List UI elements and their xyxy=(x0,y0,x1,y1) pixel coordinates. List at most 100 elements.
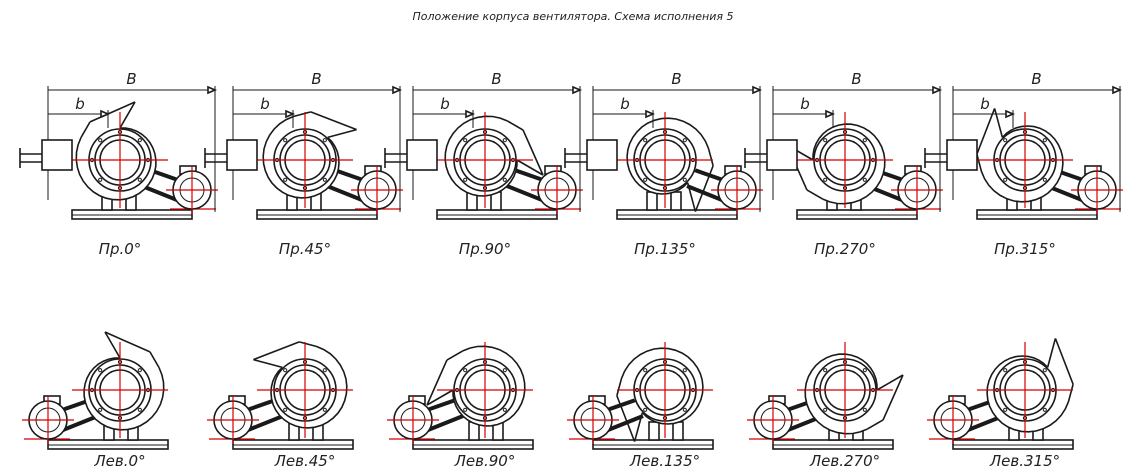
flange-bolt xyxy=(463,177,468,182)
flange-bolt xyxy=(137,368,142,373)
inlet-box xyxy=(586,139,618,171)
outlet-edge-outer xyxy=(446,350,463,361)
position-label: Пр.45° xyxy=(279,240,331,258)
flange-bolt xyxy=(1042,368,1047,373)
flange-bolt xyxy=(643,407,648,412)
outlet-edge-inner xyxy=(253,358,283,369)
dim-label-B: B xyxy=(491,70,501,88)
dim-label-B: B xyxy=(1031,70,1041,88)
outlet-edge-inner xyxy=(993,108,1004,138)
flange-bolt xyxy=(1003,138,1008,143)
fan-diagram-left-0: Лев.0° xyxy=(22,331,169,470)
outlet-flange xyxy=(976,108,996,155)
outlet-edge-outer xyxy=(867,419,884,430)
flange-bolt xyxy=(1042,138,1047,143)
flange-bolt xyxy=(1003,177,1008,182)
flange-bolt xyxy=(322,368,327,373)
flange-bolt xyxy=(643,138,648,143)
dim-arrow-B xyxy=(1112,85,1123,95)
flange-bolt xyxy=(862,407,867,412)
dim-arrow-B xyxy=(932,85,943,95)
outlet-edge-inner xyxy=(686,182,697,212)
fan-diagram-left-90: Лев.90° xyxy=(387,342,534,470)
dim-label-b: b xyxy=(75,95,85,113)
dim-label-b: b xyxy=(800,95,810,113)
position-label: Лев.45° xyxy=(274,452,336,470)
position-label: Лев.0° xyxy=(93,452,145,470)
flange-bolt xyxy=(643,177,648,182)
inlet-box xyxy=(226,139,258,171)
inlet-box xyxy=(41,139,73,171)
outlet-flange xyxy=(1054,338,1074,385)
pedestal xyxy=(648,421,660,441)
fan-diagram-left-270: Лев.270° xyxy=(747,342,904,470)
outlet-edge-inner xyxy=(633,412,644,442)
flange-bolt xyxy=(322,177,327,182)
flange-bolt xyxy=(98,177,103,182)
dim-label-B: B xyxy=(671,70,681,88)
flange-bolt xyxy=(502,138,507,143)
flange-bolt xyxy=(322,407,327,412)
position-label: Лев.270° xyxy=(809,452,880,470)
outlet-flange xyxy=(310,111,357,131)
dim-arrow-b xyxy=(285,109,296,119)
flange-bolt xyxy=(283,177,288,182)
outlet-flange xyxy=(253,341,300,361)
flange-bolt xyxy=(98,407,103,412)
dim-arrow-b xyxy=(645,109,656,119)
outlet-edge-outer xyxy=(1067,384,1074,402)
flange-bolt xyxy=(643,368,648,373)
outlet-flange xyxy=(104,331,151,353)
dim-arrow-b xyxy=(465,109,476,119)
outlet-edge-inner xyxy=(104,331,121,359)
dim-label-b: b xyxy=(620,95,630,113)
position-label: Пр.135° xyxy=(634,240,696,258)
flange-bolt xyxy=(137,177,142,182)
dim-arrow-B xyxy=(392,85,403,95)
dim-arrow-B xyxy=(752,85,763,95)
flange-bolt xyxy=(682,407,687,412)
flange-bolt xyxy=(502,177,507,182)
outlet-edge-inner xyxy=(426,389,454,406)
flange-bolt xyxy=(862,177,867,182)
flange-bolt xyxy=(98,368,103,373)
position-label: Лев.135° xyxy=(629,452,700,470)
pedestal xyxy=(646,191,658,211)
outlet-edge-outer xyxy=(707,148,714,166)
flange-bolt xyxy=(322,138,327,143)
outlet-edge-outer xyxy=(507,120,524,131)
outlet-edge-outer xyxy=(616,378,623,396)
outlet-edge-outer xyxy=(806,189,823,200)
flange-bolt xyxy=(682,368,687,373)
position-label: Лев.90° xyxy=(454,452,516,470)
pedestal xyxy=(670,191,682,211)
flange-bolt xyxy=(463,368,468,373)
inlet-box xyxy=(406,139,438,171)
flange-bolt xyxy=(137,138,142,143)
dim-label-B: B xyxy=(851,70,861,88)
dim-label-b: b xyxy=(980,95,990,113)
outlet-edge-outer xyxy=(299,341,317,348)
flange-bolt xyxy=(502,368,507,373)
pedestal xyxy=(672,421,684,441)
fan-diagram-left-135: Лев.135° xyxy=(567,342,714,470)
flange-bolt xyxy=(1042,177,1047,182)
flange-bolt xyxy=(283,138,288,143)
dim-arrow-b xyxy=(100,109,111,119)
fan-diagram-left-45: Лев.45° xyxy=(207,341,354,470)
dim-arrow-B xyxy=(572,85,583,95)
outlet-flange xyxy=(694,165,714,212)
outlet-edge-inner xyxy=(119,101,136,129)
outlet-edge-outer xyxy=(293,111,311,118)
flange-bolt xyxy=(463,407,468,412)
position-label: Пр.0° xyxy=(99,240,142,258)
flange-bolt xyxy=(1003,407,1008,412)
flange-bolt xyxy=(502,407,507,412)
outlet-flange xyxy=(882,374,904,421)
flange-bolt xyxy=(682,138,687,143)
